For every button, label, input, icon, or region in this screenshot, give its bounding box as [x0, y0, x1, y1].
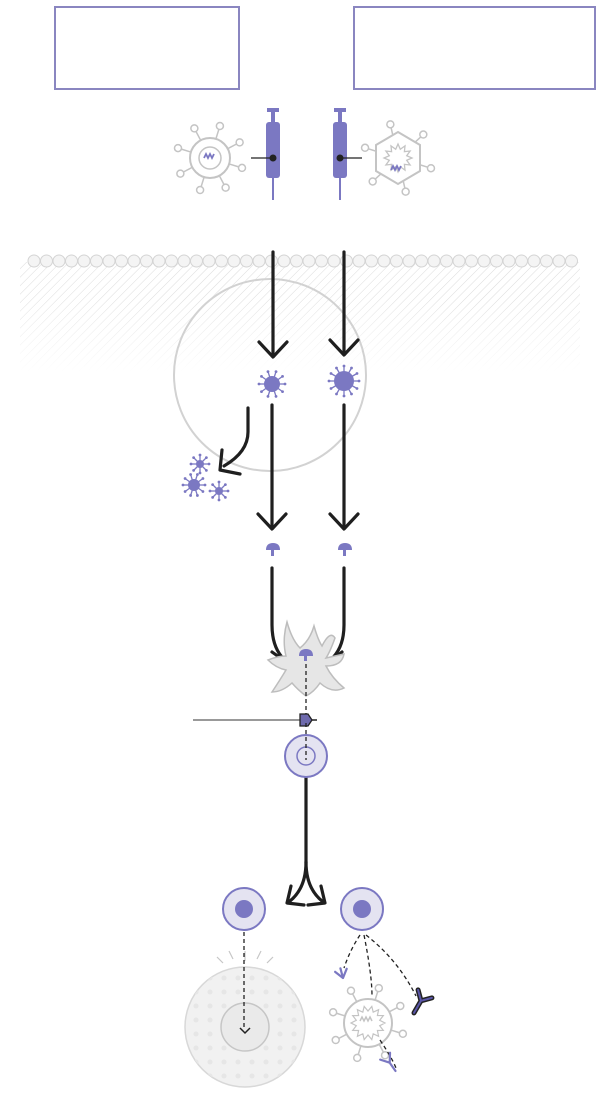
skin-cell [402, 254, 416, 268]
skin-cell [115, 254, 128, 268]
dendritic-cell-icon [266, 619, 346, 697]
skin-cell [215, 254, 228, 268]
skin-cell [427, 254, 441, 268]
skin-cell [302, 254, 316, 268]
left-label-box [54, 6, 240, 90]
receptor-icon [299, 713, 317, 727]
skin-cell [515, 254, 528, 268]
antigen-fragment-icon [266, 543, 352, 556]
skin-cell [315, 254, 328, 268]
skin-cell [277, 254, 291, 268]
skin-cell [152, 254, 166, 268]
syringe-icon [333, 108, 362, 200]
flow-arrows [218, 250, 360, 907]
skin-cell [240, 254, 253, 268]
skin-cell [502, 254, 516, 268]
skin-cell [77, 254, 91, 268]
antibody-icon [413, 988, 433, 1014]
skin-cell [227, 254, 241, 268]
skin-cell [140, 254, 153, 268]
antigen-icon [189, 453, 211, 475]
antibody-links [343, 934, 417, 1069]
plasma-cell-icon [340, 887, 384, 931]
skin-cell [165, 254, 178, 268]
right-label-box [353, 6, 596, 90]
skin-cell [465, 254, 478, 268]
skin-cell [415, 254, 428, 268]
skin-cell [190, 254, 203, 268]
skin-cell [27, 254, 41, 268]
skin-cell [340, 254, 353, 268]
skin-cell [552, 254, 566, 268]
antigen-icon [181, 473, 207, 497]
skin-layer [20, 254, 580, 372]
skin-cell [540, 254, 553, 268]
skin-cell [490, 254, 503, 268]
antibody-icon [334, 967, 397, 1073]
skin-cell [377, 254, 391, 268]
skin-cell [90, 254, 103, 268]
skin-cell-row [27, 254, 578, 268]
antigen-icon [208, 480, 230, 502]
antigen-icon [257, 370, 287, 398]
virus-icon [328, 983, 408, 1063]
skin-cell [290, 254, 303, 268]
virus-icon [173, 121, 247, 195]
skin-cell [202, 254, 216, 268]
syringe-icon [251, 108, 280, 200]
skin-cell [352, 254, 366, 268]
skin-cell [65, 254, 78, 268]
virus-icon [360, 120, 436, 196]
skin-cell [127, 254, 141, 268]
t-cell-icon [284, 723, 328, 778]
skin-cell [177, 254, 191, 268]
injection-site-circle [173, 278, 367, 472]
skin-cell [52, 254, 66, 268]
skin-cell [365, 254, 378, 268]
skin-cell [390, 254, 403, 268]
skin-cell [452, 254, 466, 268]
skin-cell [327, 254, 341, 268]
skin-cell [252, 254, 266, 268]
memory-cell-icon [184, 950, 306, 1088]
skin-cell [440, 254, 453, 268]
skin-cell [527, 254, 541, 268]
skin-cell [477, 254, 491, 268]
antigen-icon [327, 364, 361, 398]
skin-cell [40, 254, 53, 268]
skin-cell [565, 254, 578, 268]
b-cell-icon [222, 887, 266, 931]
skin-cell [102, 254, 116, 268]
